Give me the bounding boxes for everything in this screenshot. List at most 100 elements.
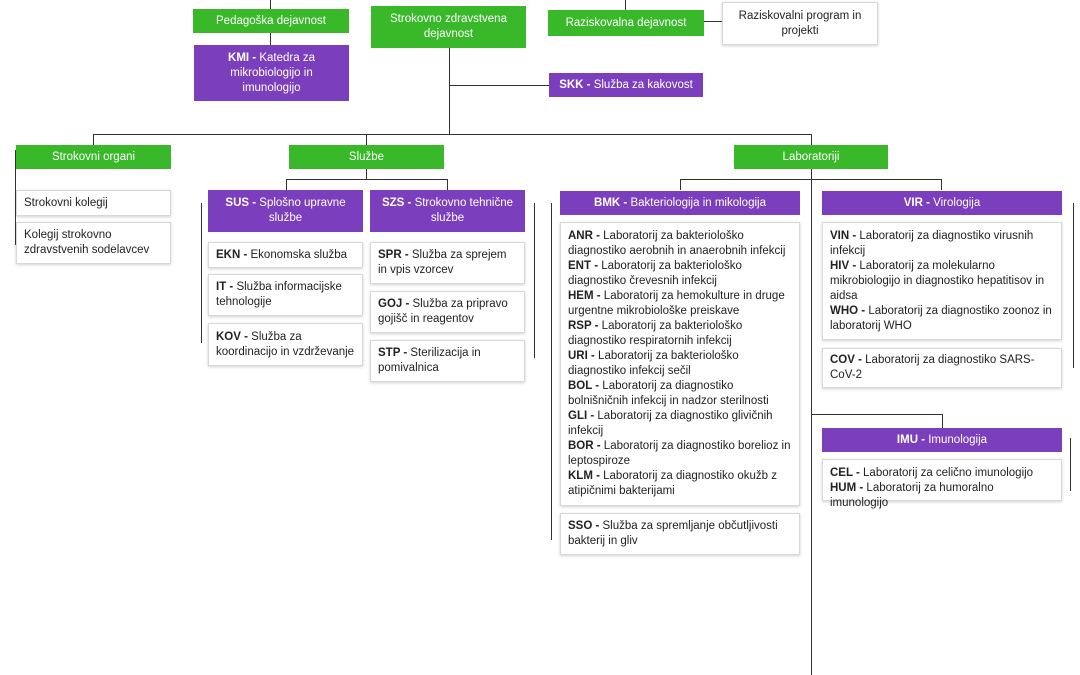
list-item: BOR - Laboratorij za diagnostiko borelio… [568, 439, 792, 469]
item-code: EKN - [216, 248, 248, 261]
cov-code: COV - [830, 354, 862, 366]
organi-item-label: Strokovni kolegij [24, 196, 108, 209]
connector-line [447, 179, 448, 190]
item-text: Služba za pripravo gojišč in reagentov [378, 298, 508, 325]
sus-box: SUS - Splošno upravne službe [208, 190, 363, 232]
vir-text: Virologija [933, 196, 981, 209]
item-text: Laboratorij za humoralno imunologijo [830, 482, 994, 509]
program-label: Raziskovalni program in projekti [738, 9, 862, 37]
sluzbe-box: Službe [289, 145, 444, 169]
connector-line [941, 179, 942, 190]
item-text: Laboratorij za diagnostiko borelioz in l… [568, 440, 791, 467]
item-text: Laboratorij za diagnostiko glivičnih inf… [568, 410, 773, 437]
item-text: Laboratorij za hemokulture in druge urge… [568, 290, 785, 317]
connector-line [93, 134, 812, 135]
sso-code: SSO - [568, 520, 600, 532]
bmk-box: BMK - Bakteriologija in mikologija [560, 191, 800, 215]
item-code: GOJ - [378, 298, 410, 310]
connector-line [366, 134, 367, 145]
item-code: BOL - [568, 380, 600, 392]
imu-code: IMU - [896, 433, 926, 446]
bmk-code: BMK - [594, 196, 628, 209]
connector-line [449, 85, 549, 86]
kmi-box: KMI - Katedra za mikrobiologijo in imuno… [194, 45, 349, 101]
organi-item: Kolegij strokovno zdravstvenih sodelavce… [16, 222, 171, 264]
connector-line [286, 179, 287, 190]
cov-text: Laboratorij za diagnostiko SARS-CoV-2 [830, 354, 1035, 381]
item-code: GLI - [568, 410, 595, 422]
szs-item: STP - Sterilizacija in pomivalnica [370, 340, 525, 382]
item-text: Služba za koordinacijo in vzdrževanje [216, 330, 355, 358]
connector-line [811, 169, 812, 675]
organi-item-label: Kolegij strokovno zdravstvenih sodelavce… [24, 229, 150, 256]
item-text: Laboratorij za bakteriološko diagnostiko… [568, 350, 739, 377]
item-code: KLM - [568, 470, 600, 482]
item-code: IT - [216, 281, 234, 293]
sus-item: EKN - Ekonomska služba [208, 242, 363, 268]
raziskovalna-dejavnost-box: Raziskovalna dejavnost [548, 10, 704, 36]
organi-item: Strokovni kolegij [16, 190, 171, 216]
bmk-text: Bakteriologija in mikologija [630, 196, 766, 209]
sso-box: SSO - Služba za spremljanje občutljivost… [560, 513, 800, 555]
vir-box: VIR - Virologija [822, 191, 1062, 215]
kmi-text: Katedra za mikrobiologijo in imunologijo [230, 51, 315, 94]
item-code: VIN - [830, 230, 857, 242]
strokovna-label: Strokovno zdravstvena dejavnost [390, 13, 507, 40]
skk-text: Služba za kakovost [593, 78, 693, 91]
connector-line [625, 0, 626, 10]
skk-code: SKK - [559, 78, 591, 91]
raziskovalni-program-box: Raziskovalni program in projekti [722, 2, 878, 45]
list-item: GLI - Laboratorij za diagnostiko glivičn… [568, 409, 792, 439]
connector-line [680, 179, 942, 180]
item-text: Ekonomska služba [250, 248, 348, 261]
szs-code: SZS - [381, 197, 412, 209]
item-text: Laboratorij za celično imunologijo [863, 467, 1034, 479]
list-item: HEM - Laboratorij za hemokulture in drug… [568, 289, 792, 319]
item-text: Laboratorij za diagnostiko okužb z atipi… [568, 470, 778, 497]
item-code: ANR - [568, 230, 600, 242]
connector-line [449, 48, 450, 135]
organi-title: Strokovni organi [51, 150, 136, 163]
connector-line [1070, 438, 1071, 491]
connector-line [366, 169, 367, 179]
connector-line [1073, 203, 1074, 368]
item-code: HUM - [830, 482, 864, 494]
connector-line [811, 134, 812, 145]
sus-item: KOV - Služba za koordinacijo in vzdrževa… [208, 323, 363, 366]
item-text: Laboratorij za bakteriološko diagnostiko… [568, 260, 742, 287]
laboratoriji-title: Laboratoriji [782, 150, 840, 163]
item-code: KOV - [216, 330, 248, 343]
item-code: RSP - [568, 320, 599, 332]
item-code: URI - [568, 350, 595, 362]
sus-code: SUS - [225, 197, 257, 209]
item-text: Laboratorij za diagnostiko bolnišničnih … [568, 380, 769, 407]
connector-line [942, 414, 943, 428]
list-item: WHO - Laboratorij za diagnostiko zoonoz … [830, 304, 1054, 334]
item-code: HIV - [830, 260, 857, 272]
imu-items-box: CEL - Laboratorij za celično imunologijo… [822, 459, 1062, 509]
strokovna-dejavnost-box: Strokovno zdravstvena dejavnost [371, 6, 526, 48]
connector-line [680, 179, 681, 190]
imu-box: IMU - Imunologija [822, 428, 1062, 452]
sluzbe-title: Službe [348, 150, 385, 163]
pedagoska-dejavnost-box: Pedagoška dejavnost [193, 9, 349, 33]
item-text: Laboratorij za bakteriološko diagnostiko… [568, 320, 743, 347]
raziskovalna-label: Raziskovalna dejavnost [565, 16, 687, 29]
item-code: CEL - [830, 467, 860, 479]
sso-text: Služba za spremljanje občutljivosti bakt… [568, 520, 778, 547]
connector-line [286, 179, 448, 180]
list-item: KLM - Laboratorij za diagnostiko okužb z… [568, 469, 792, 499]
kmi-code: KMI - [228, 51, 257, 64]
connector-line [811, 414, 943, 415]
item-text: Laboratorij za bakteriološko diagnostiko… [568, 230, 786, 257]
skk-box: SKK - Služba za kakovost [549, 73, 703, 97]
sus-text: Splošno upravne službe [259, 197, 346, 224]
item-text: Laboratorij za diagnostiko virusnih infe… [830, 230, 1034, 257]
list-item: RSP - Laboratorij za bakteriološko diagn… [568, 319, 792, 349]
szs-item: SPR - Služba za sprejem in vpis vzorcev [370, 242, 525, 284]
szs-item: GOJ - Služba za pripravo gojišč in reage… [370, 291, 525, 333]
vir-items-box: VIN - Laboratorij za diagnostiko virusni… [822, 222, 1062, 340]
item-text: Služba informacijske tehnologije [216, 281, 342, 308]
item-code: HEM - [568, 290, 601, 302]
bmk-items-box: ANR - Laboratorij za bakteriološko diagn… [560, 222, 800, 506]
